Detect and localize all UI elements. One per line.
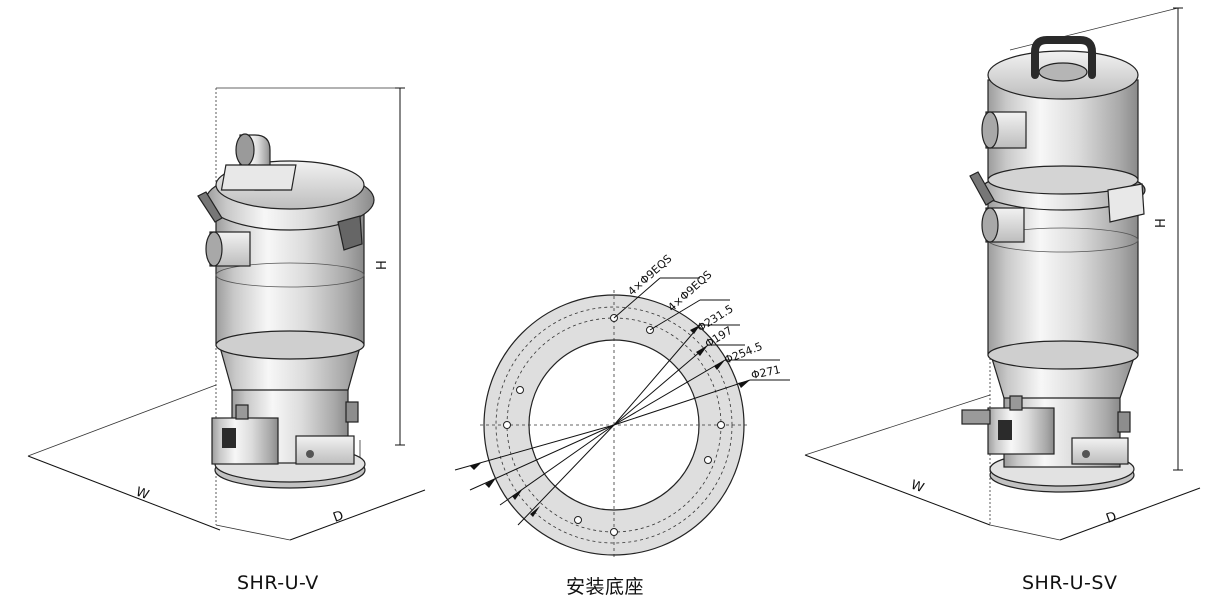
left-elbow-plate <box>220 164 297 191</box>
left-elbow-opening <box>235 133 255 167</box>
flange-hole <box>516 386 524 394</box>
left-dim-h-label: H <box>375 260 390 270</box>
left-sensor-bracket <box>295 435 355 465</box>
right-dim-h-label: H <box>1154 218 1169 228</box>
flange-label-d271: Φ271 <box>750 363 782 382</box>
flange-hole <box>503 421 511 429</box>
left-side-inlet-opening <box>205 231 223 267</box>
right-head-bottom <box>987 165 1139 195</box>
left-dim-w-label: W <box>134 485 151 504</box>
left-dim-w-line <box>27 455 221 531</box>
left-dim-d-ext <box>215 524 291 541</box>
right-cable-connector <box>961 409 991 425</box>
right-side-inlet-opening <box>981 207 999 243</box>
flange-label-holes-1: 4×Φ9EQS <box>625 252 674 298</box>
base-flange-diagram: 4×Φ9EQS 4×Φ9EQS Φ231.5 Φ197 Φ254.5 Φ271 <box>454 252 790 560</box>
right-sensor <box>1117 411 1131 433</box>
left-bracket-bolt <box>306 450 314 458</box>
right-dim-d-line <box>1059 487 1201 541</box>
flange-label-holes-2: 4×Φ9EQS <box>665 268 714 314</box>
right-clamp-left <box>969 171 995 206</box>
left-clamp-right <box>337 215 363 251</box>
left-hopper-unit: H W D <box>27 87 426 541</box>
left-dim-d-line <box>289 489 426 541</box>
right-hopper-unit: H W D <box>804 7 1201 541</box>
right-control-switch <box>998 420 1012 440</box>
right-control-box <box>987 407 1055 455</box>
left-dim-w-ext <box>27 384 217 457</box>
caption-base: 安装底座 <box>566 576 645 598</box>
flange-arrowheads <box>470 325 750 517</box>
left-dim-d-label: D <box>331 508 346 526</box>
caption-right-model: SHR-U-SV <box>1022 572 1118 594</box>
flange-hole <box>574 516 582 524</box>
flange-label-d254: Φ254.5 <box>722 340 764 367</box>
right-handle <box>1031 36 1096 79</box>
right-side-outlet-opening <box>981 111 999 149</box>
right-bracket-bolt <box>1082 450 1090 458</box>
flange-hole <box>717 421 725 429</box>
right-dim-d-ext <box>989 524 1061 541</box>
right-sensor-bracket <box>1071 437 1129 465</box>
right-dim-w-label: W <box>909 478 926 497</box>
left-cylinder-band <box>215 262 365 288</box>
right-dim-d-label: D <box>1104 509 1119 527</box>
caption-left-model: SHR-U-V <box>237 572 319 594</box>
left-cylinder-bottom-ring <box>215 330 365 360</box>
right-top-port <box>1038 62 1088 82</box>
left-sensor <box>345 401 359 423</box>
left-cable-gland <box>235 404 249 420</box>
right-dim-w-ext <box>804 394 991 456</box>
right-cable-gland <box>1009 395 1023 411</box>
left-control-box <box>211 417 279 465</box>
flange-hole <box>610 528 618 536</box>
right-dim-w-line <box>804 454 991 526</box>
left-control-switch <box>222 428 236 448</box>
flange-hole <box>704 456 712 464</box>
left-clamp-left <box>197 191 223 223</box>
right-cylinder-bottom-ring <box>987 340 1139 370</box>
right-clamp-right <box>1107 183 1145 223</box>
